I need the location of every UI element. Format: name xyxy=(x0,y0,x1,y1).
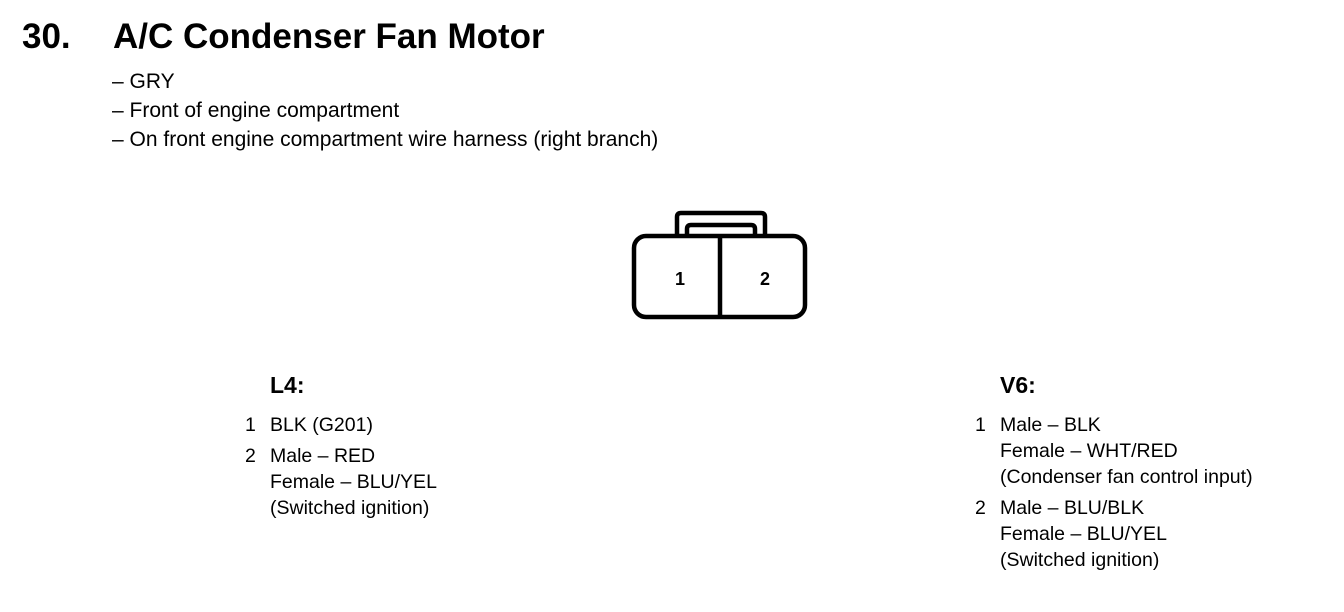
pin-female-wire: Female – BLU/YEL xyxy=(1000,523,1167,545)
l4-pin-list: 1 BLK (G201) 2 Male – RED Female – BLU/Y… xyxy=(245,412,437,521)
component-notes: – GRY – Front of engine compartment – On… xyxy=(112,67,658,154)
l4-section: L4: 1 BLK (G201) 2 Male – RED Female – B… xyxy=(245,370,437,526)
note-harness: – On front engine compartment wire harne… xyxy=(112,128,659,151)
pin-description: Male – BLK Female – WHT/RED (Condenser f… xyxy=(1000,412,1253,490)
pin-description: BLK (G201) xyxy=(270,412,373,438)
v6-pin-list: 1 Male – BLK Female – WHT/RED (Condenser… xyxy=(975,412,1253,573)
heading-title: A/C Condenser Fan Motor xyxy=(113,17,545,56)
v6-section: V6: 1 Male – BLK Female – WHT/RED (Conde… xyxy=(975,370,1253,578)
pin-male-wire: Male – RED xyxy=(270,445,376,467)
v6-pin-2: 2 Male – BLU/BLK Female – BLU/YEL (Switc… xyxy=(975,495,1253,573)
l4-pin-2: 2 Male – RED Female – BLU/YEL (Switched … xyxy=(245,443,437,521)
connector-pin-1-label: 1 xyxy=(675,269,685,289)
pin-male-wire: Male – BLU/BLK xyxy=(1000,497,1145,519)
pin-wire: BLK (G201) xyxy=(270,414,373,436)
connector-face-svg: 1 2 xyxy=(631,210,808,320)
pin-female-wire: Female – WHT/RED xyxy=(1000,440,1178,462)
pin-number: 1 xyxy=(245,414,256,436)
note-color: – GRY xyxy=(112,70,175,93)
connector-latch xyxy=(674,210,768,239)
pin-function: (Switched ignition) xyxy=(270,497,430,519)
heading-number: 30. xyxy=(22,17,71,56)
l4-title: L4: xyxy=(270,372,305,398)
pin-male-wire: Male – BLK xyxy=(1000,414,1101,436)
v6-title: V6: xyxy=(1000,372,1036,398)
connector-pin-2-label: 2 xyxy=(760,269,770,289)
connector-latch-inner xyxy=(684,222,758,239)
pin-number: 1 xyxy=(975,414,986,436)
page-heading: 30. A/C Condenser Fan Motor xyxy=(22,14,545,60)
pin-function: (Condenser fan control input) xyxy=(1000,466,1253,488)
pin-description: Male – RED Female – BLU/YEL (Switched ig… xyxy=(270,443,437,521)
note-location: – Front of engine compartment xyxy=(112,99,400,122)
pin-number: 2 xyxy=(245,445,256,467)
l4-pin-1: 1 BLK (G201) xyxy=(245,412,437,438)
pin-female-wire: Female – BLU/YEL xyxy=(270,471,437,493)
pin-number: 2 xyxy=(975,497,986,519)
pin-function: (Switched ignition) xyxy=(1000,549,1160,571)
connector-diagram: 1 2 xyxy=(625,205,815,330)
pin-description: Male – BLU/BLK Female – BLU/YEL (Switche… xyxy=(1000,495,1167,573)
v6-pin-1: 1 Male – BLK Female – WHT/RED (Condenser… xyxy=(975,412,1253,490)
